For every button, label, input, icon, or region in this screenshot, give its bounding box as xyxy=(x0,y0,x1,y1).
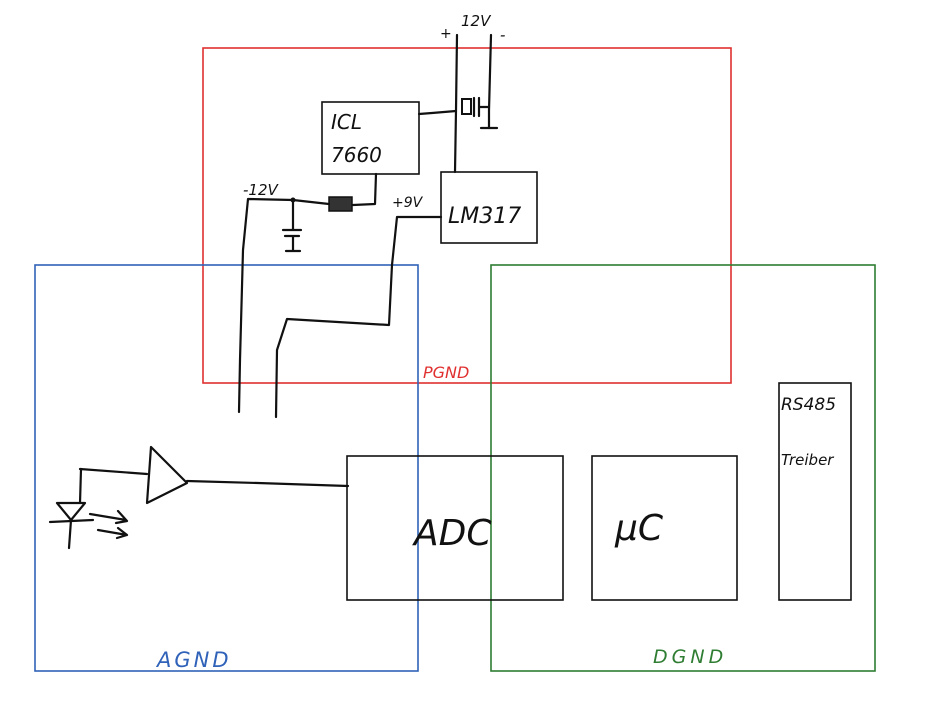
icl7660-label-line2: 7660 xyxy=(331,143,382,167)
neg-12v-label: -12V xyxy=(243,181,279,199)
plus-9v-label: +9V xyxy=(392,195,424,211)
uc-label: μC xyxy=(614,508,664,549)
supply-negative-wire xyxy=(487,33,493,130)
pgnd-region xyxy=(202,47,732,384)
icl-output-wire xyxy=(351,172,378,207)
agnd-label: AGND xyxy=(155,648,232,672)
minus-sign-label: - xyxy=(500,26,505,44)
supply-12v-label: 12V xyxy=(461,12,492,30)
uc-box xyxy=(591,455,738,601)
decoupling-cap xyxy=(281,198,303,253)
photodiode-symbol xyxy=(48,467,149,550)
pgnd-label: PGND xyxy=(423,363,469,382)
lm317-label: LM317 xyxy=(448,204,521,229)
input-filter-symbol xyxy=(461,98,472,115)
light-arrows xyxy=(88,509,129,540)
ferrite-bead xyxy=(328,196,353,212)
pos-9v-wire xyxy=(274,215,443,419)
rs485-label-line1: RS485 xyxy=(781,395,836,415)
filter-to-icl-wire xyxy=(417,105,491,116)
dgnd-region xyxy=(490,264,876,672)
amplifier-symbol xyxy=(145,445,189,505)
amp-to-adc-wire xyxy=(185,479,350,488)
icl7660-label-line1: ICL xyxy=(331,110,362,134)
rs485-label-line2: Treiber xyxy=(781,451,834,469)
adc-label: ADC xyxy=(412,513,492,554)
plus-sign-label: + xyxy=(440,26,452,42)
adc-box xyxy=(346,455,564,601)
dgnd-label: DGND xyxy=(653,646,727,668)
icl7660-box xyxy=(321,101,420,175)
neg-rail-wire xyxy=(237,197,331,414)
rs485-box xyxy=(778,382,852,601)
agnd-region xyxy=(34,264,419,672)
lm317-box xyxy=(440,171,538,244)
supply-positive-wire xyxy=(453,33,459,174)
